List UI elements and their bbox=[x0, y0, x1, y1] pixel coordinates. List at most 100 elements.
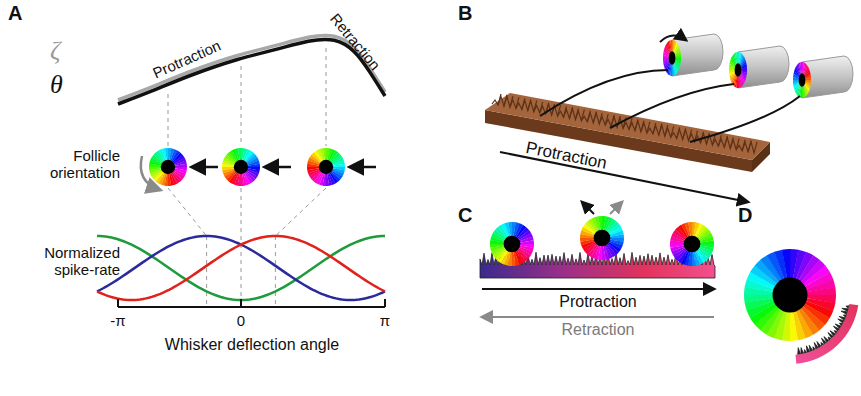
wheel-center bbox=[735, 63, 742, 77]
whisker bbox=[690, 96, 800, 142]
contact-arrow bbox=[265, 166, 291, 169]
wheel-sector bbox=[598, 216, 602, 230]
follicle-wheel bbox=[222, 148, 260, 186]
texture-bump bbox=[809, 345, 812, 351]
roll-arrow bbox=[660, 35, 686, 42]
direction-label: Protraction bbox=[524, 138, 608, 173]
surface-ridge bbox=[748, 142, 757, 153]
wheel-sector bbox=[149, 167, 161, 170]
surface-ridge bbox=[510, 97, 519, 108]
follicle-wheel bbox=[307, 148, 345, 186]
wheel-sector bbox=[692, 252, 696, 266]
wheel-sector bbox=[520, 240, 534, 244]
wheel-sector bbox=[675, 55, 681, 58]
follicle-wheel bbox=[744, 249, 836, 341]
guide-dash bbox=[241, 188, 242, 306]
follicle-wheel bbox=[793, 62, 811, 98]
lift-arrow bbox=[582, 202, 594, 214]
surface-ridge bbox=[683, 130, 692, 141]
wheel-sector bbox=[663, 58, 669, 61]
texture-bump bbox=[828, 337, 831, 340]
wheel-sector bbox=[736, 52, 738, 64]
wheel-sector bbox=[326, 174, 329, 186]
wheel-sector bbox=[307, 167, 319, 170]
wheel-sector bbox=[165, 148, 168, 160]
guide-dash bbox=[168, 188, 207, 236]
follicle-cylinder bbox=[738, 46, 789, 88]
wheel-sector bbox=[790, 311, 798, 341]
wheel-center bbox=[504, 236, 521, 253]
wheel-sector bbox=[610, 234, 624, 238]
wheel-sector bbox=[673, 64, 676, 76]
wheel-sector bbox=[738, 76, 740, 88]
protraction-arrow bbox=[482, 288, 714, 290]
wheel-sector bbox=[739, 76, 742, 87]
rotation-arrow bbox=[141, 156, 160, 190]
phase-label: Protraction bbox=[150, 36, 223, 81]
wheel-sector bbox=[803, 86, 806, 97]
wheel-sector bbox=[729, 70, 735, 73]
wheel-sector bbox=[744, 295, 774, 303]
tuning-curve bbox=[97, 236, 385, 300]
wheel-sector bbox=[800, 62, 802, 74]
panel-letter: B bbox=[458, 2, 472, 25]
direction-label: Retraction bbox=[562, 321, 635, 339]
texture-bump bbox=[804, 350, 807, 354]
row-label: Follicle orientation bbox=[8, 147, 120, 182]
texture-bump bbox=[821, 342, 824, 346]
axis-tick bbox=[117, 299, 119, 307]
texture-bump bbox=[798, 348, 801, 355]
symbol-label: θ bbox=[50, 70, 63, 100]
wheel-sector bbox=[238, 148, 241, 160]
panel-a bbox=[97, 35, 385, 307]
texture-bump bbox=[843, 315, 846, 318]
wheel-sector bbox=[741, 67, 747, 70]
tick-label: π bbox=[380, 312, 390, 329]
wheel-sector bbox=[323, 148, 326, 160]
follicle-cylinder bbox=[672, 34, 723, 76]
texture-bump bbox=[841, 311, 848, 314]
panel-b bbox=[485, 34, 853, 202]
wheel-center bbox=[319, 160, 333, 174]
follicle-wheel bbox=[149, 148, 187, 186]
tuning-curve bbox=[97, 236, 385, 300]
wheel-sector bbox=[248, 164, 260, 167]
wheel-center bbox=[161, 160, 175, 174]
wheel-center bbox=[669, 51, 676, 65]
follicle-wheel bbox=[490, 222, 534, 266]
texture-bump bbox=[846, 306, 849, 309]
wheel-sector bbox=[508, 222, 512, 236]
wheel-sector bbox=[670, 40, 672, 52]
texture-bump bbox=[838, 319, 844, 323]
tuning-curve bbox=[97, 236, 385, 300]
wheel-sector bbox=[241, 174, 244, 186]
texture-bump bbox=[813, 347, 815, 351]
follicle-wheel bbox=[670, 222, 714, 266]
surface-ridge bbox=[599, 114, 608, 125]
tick-label: 0 bbox=[237, 312, 245, 329]
panel-letter: A bbox=[8, 2, 22, 25]
wheel-sector bbox=[222, 167, 234, 170]
wheel-sector bbox=[602, 246, 606, 260]
x-axis bbox=[118, 306, 385, 308]
wheel-sector bbox=[806, 287, 836, 295]
wheel-sector bbox=[793, 80, 799, 83]
wheel-sector bbox=[739, 76, 742, 88]
direction-label: Protraction bbox=[559, 293, 636, 311]
whisker bbox=[610, 84, 734, 128]
wheel-sector bbox=[688, 222, 692, 236]
wheel-sector bbox=[669, 40, 672, 52]
wheel-sector bbox=[580, 238, 594, 242]
guide-dash bbox=[326, 48, 327, 146]
wheel-sector bbox=[735, 52, 738, 64]
guide-dash bbox=[275, 236, 276, 306]
wheel-sector bbox=[805, 77, 811, 80]
contact-arrow bbox=[350, 166, 376, 169]
wheel-center bbox=[234, 160, 248, 174]
panel-letter: D bbox=[738, 204, 752, 227]
wheel-sector bbox=[512, 252, 516, 266]
guide-dash bbox=[275, 188, 326, 236]
